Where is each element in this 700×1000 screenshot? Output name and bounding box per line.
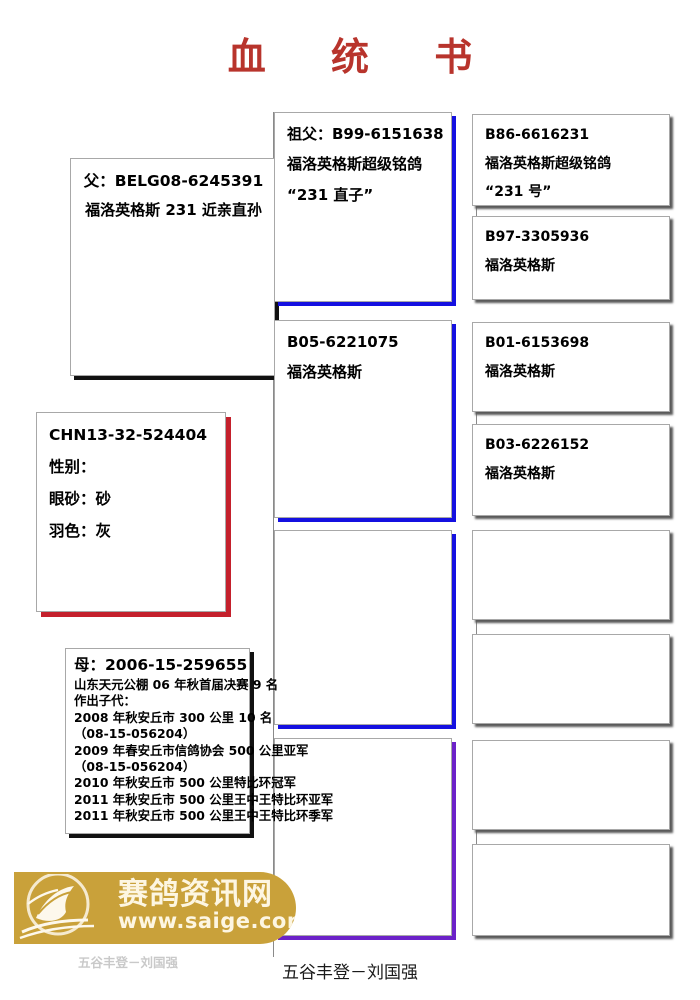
- subject-eye-value: 砂: [95, 490, 112, 509]
- grandparent-box-3[interactable]: [274, 530, 452, 725]
- watermark-text: 赛鸽资讯网 www.saige.com: [118, 877, 296, 933]
- great-grandparent-box-1[interactable]: B86-6616231 福洛英格斯超级铭鸽 “231 号”: [472, 114, 670, 206]
- faint-caption: 五谷丰登－刘国强: [78, 955, 179, 970]
- subject-box[interactable]: CHN13-32-524404 性别： 眼砂：砂 羽色：灰: [36, 412, 226, 612]
- dam-box[interactable]: 母：2006-15-259655 山东天元公棚 06 年秋首届决赛 9 名作出子…: [65, 648, 334, 834]
- grandparent-box-4[interactable]: [274, 738, 452, 936]
- ggp-1-line-1: B86-6616231: [485, 127, 590, 143]
- great-grandparent-box-7[interactable]: [472, 740, 670, 830]
- great-grandparent-box-2[interactable]: B97-3305936 福洛英格斯: [472, 216, 670, 300]
- paternal-granddam-line-1: B05-6221075: [287, 333, 399, 351]
- grandparent-2-content: B05-6221075 福洛英格斯: [275, 321, 451, 389]
- dam-record-line-1: 山东天元公棚 06 年秋首届决赛 9 名: [74, 677, 279, 693]
- dam-record-line-7: 2010 年秋安丘市 500 公里特比环冠军: [74, 775, 296, 791]
- ggp-2-line-1: B97-3305936: [485, 229, 590, 245]
- dam-ring-number: 母：2006-15-259655: [74, 656, 248, 674]
- grandparent-1-content: 祖父：B99-6151638 福洛英格斯超级铭鸽 “231 直子”: [275, 113, 451, 211]
- subject-feather-value: 灰: [95, 522, 112, 541]
- subject-feather-color: 羽色：灰: [49, 519, 215, 543]
- flying-pigeon-icon: [19, 874, 95, 940]
- ggp-2-content: B97-3305936 福洛英格斯: [473, 217, 669, 281]
- watermark-url: www.saige.com: [118, 908, 296, 933]
- dam-record-line-4: （08-15-056204）: [74, 726, 196, 742]
- great-grandparent-box-4[interactable]: B03-6226152 福洛英格斯: [472, 424, 670, 516]
- great-grandparent-box-3[interactable]: B01-6153698 福洛英格斯: [472, 322, 670, 412]
- subject-eye-label: 眼砂：: [49, 490, 96, 509]
- grandparent-box-1[interactable]: 祖父：B99-6151638 福洛英格斯超级铭鸽 “231 直子”: [274, 112, 452, 302]
- ggp-3-line-2: 福洛英格斯: [485, 363, 555, 380]
- ggp-6-content: [473, 635, 669, 649]
- subject-eye-color: 眼砂：砂: [49, 487, 215, 511]
- page-caption: 五谷丰登－刘国强: [282, 963, 418, 983]
- subject-feather-label: 羽色：: [49, 522, 96, 541]
- sire-box[interactable]: 父：BELG08-6245391 福洛英格斯 231 近亲直孙: [70, 158, 275, 376]
- connector-vertical-main: [273, 112, 274, 957]
- watermark-site-name: 赛鸽资讯网: [118, 877, 273, 912]
- dam-record-line-2: 作出子代：: [74, 693, 136, 709]
- dam-record-line-5: 2009 年春安丘市信鸽协会 500 公里亚军: [74, 742, 309, 758]
- ggp-1-content: B86-6616231 福洛英格斯超级铭鸽 “231 号”: [473, 115, 669, 208]
- sire-description: 福洛英格斯 231 近亲直孙: [85, 201, 262, 220]
- ggp-4-line-2: 福洛英格斯: [485, 465, 555, 482]
- great-grandparent-box-8[interactable]: [472, 844, 670, 936]
- paternal-grandsire-line-3: “231 直子”: [287, 185, 374, 204]
- ggp-3-line-1: B01-6153698: [485, 335, 590, 351]
- dam-record-line-3: 2008 年秋安丘市 300 公里 10 名: [74, 709, 273, 725]
- page-title: 血 统 书: [227, 34, 499, 79]
- ggp-2-line-2: 福洛英格斯: [485, 257, 555, 274]
- dam-record-line-6: （08-15-056204）: [74, 758, 196, 774]
- subject-sex: 性别：: [49, 458, 96, 477]
- subject-content: CHN13-32-524404 性别： 眼砂：砂 羽色：灰: [37, 413, 225, 547]
- ggp-3-content: B01-6153698 福洛英格斯: [473, 323, 669, 387]
- dam-record-line-9: 2011 年秋安丘市 500 公里王中王特比环季军: [74, 808, 334, 824]
- watermark-banner: 赛鸽资讯网 www.saige.com: [14, 872, 296, 944]
- great-grandparent-box-5[interactable]: [472, 530, 670, 620]
- dam-race-records: 山东天元公棚 06 年秋首届决赛 9 名作出子代：2008 年秋安丘市 300 …: [74, 677, 334, 824]
- sire-ring-number: 父：BELG08-6245391: [83, 172, 264, 190]
- ggp-8-content: [473, 845, 669, 859]
- ggp-7-content: [473, 741, 669, 755]
- ggp-1-line-2: 福洛英格斯超级铭鸽: [485, 155, 611, 172]
- paternal-grandsire-line-1: 祖父：B99-6151638: [287, 125, 444, 143]
- grandparent-box-2[interactable]: B05-6221075 福洛英格斯: [274, 320, 452, 518]
- paternal-granddam-line-2: 福洛英格斯: [287, 363, 363, 382]
- dam-content: 母：2006-15-259655 山东天元公棚 06 年秋首届决赛 9 名作出子…: [66, 649, 334, 824]
- paternal-grandsire-line-2: 福洛英格斯超级铭鸽: [287, 155, 423, 174]
- great-grandparent-box-6[interactable]: [472, 634, 670, 724]
- dam-record-line-8: 2011 年秋安丘市 500 公里王中王特比环亚军: [74, 791, 334, 807]
- ggp-4-content: B03-6226152 福洛英格斯: [473, 425, 669, 489]
- subject-ring-number: CHN13-32-524404: [49, 426, 208, 444]
- ggp-1-line-3: “231 号”: [485, 184, 552, 201]
- sire-content: 父：BELG08-6245391 福洛英格斯 231 近亲直孙: [71, 159, 274, 226]
- ggp-4-line-1: B03-6226152: [485, 437, 590, 453]
- ggp-5-content: [473, 531, 669, 545]
- grandparent-3-content: [275, 531, 451, 545]
